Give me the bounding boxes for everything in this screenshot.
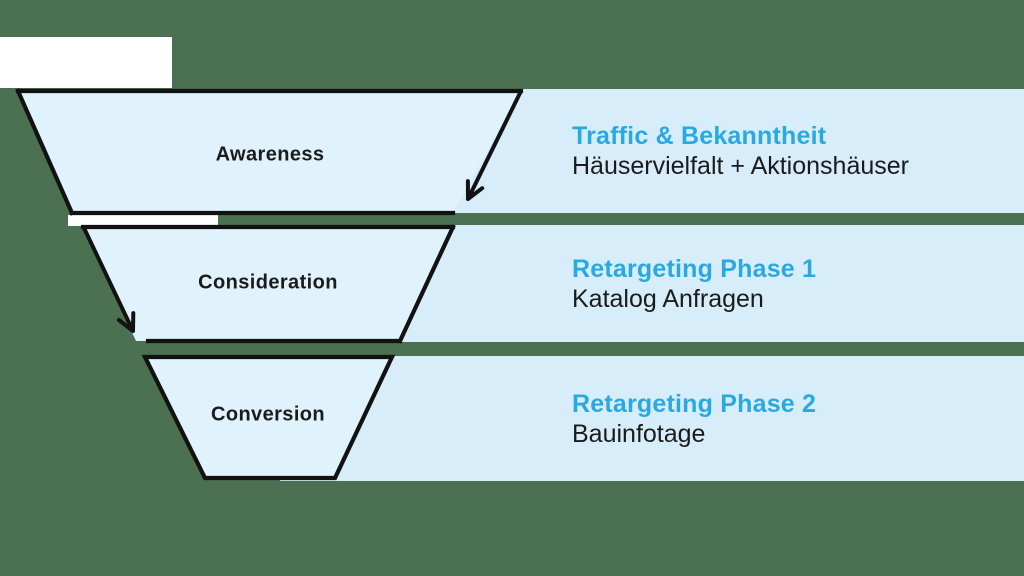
conversion-band: Retargeting Phase 2 Bauinfotage (280, 356, 1024, 481)
consideration-subheading: Katalog Anfragen (572, 284, 764, 313)
awareness-left-edge (15, 88, 75, 216)
awareness-band: Traffic & Bekanntheit Häuservielfalt + A… (280, 89, 1024, 213)
white-strip (68, 215, 218, 226)
awareness-subheading: Häuservielfalt + Aktionshäuser (572, 152, 909, 180)
conversion-subheading: Bauinfotage (572, 419, 706, 448)
arrow-down-left-icon (82, 226, 136, 333)
consideration-band-text: Retargeting Phase 1 Katalog Anfragen (280, 254, 1024, 314)
white-block (0, 37, 172, 88)
conversion-heading: Retargeting Phase 2 (572, 389, 817, 418)
awareness-heading: Traffic & Bekanntheit (572, 122, 827, 150)
awareness-label: Awareness (215, 143, 325, 166)
awareness-band-text: Traffic & Bekanntheit Häuservielfalt + A… (280, 121, 1024, 181)
conversion-label: Conversion (210, 403, 326, 426)
conversion-band-text: Retargeting Phase 2 Bauinfotage (280, 389, 1024, 449)
consideration-band: Retargeting Phase 1 Katalog Anfragen (280, 225, 1024, 342)
consideration-label: Consideration (198, 271, 338, 294)
consideration-heading: Retargeting Phase 1 (572, 254, 817, 283)
